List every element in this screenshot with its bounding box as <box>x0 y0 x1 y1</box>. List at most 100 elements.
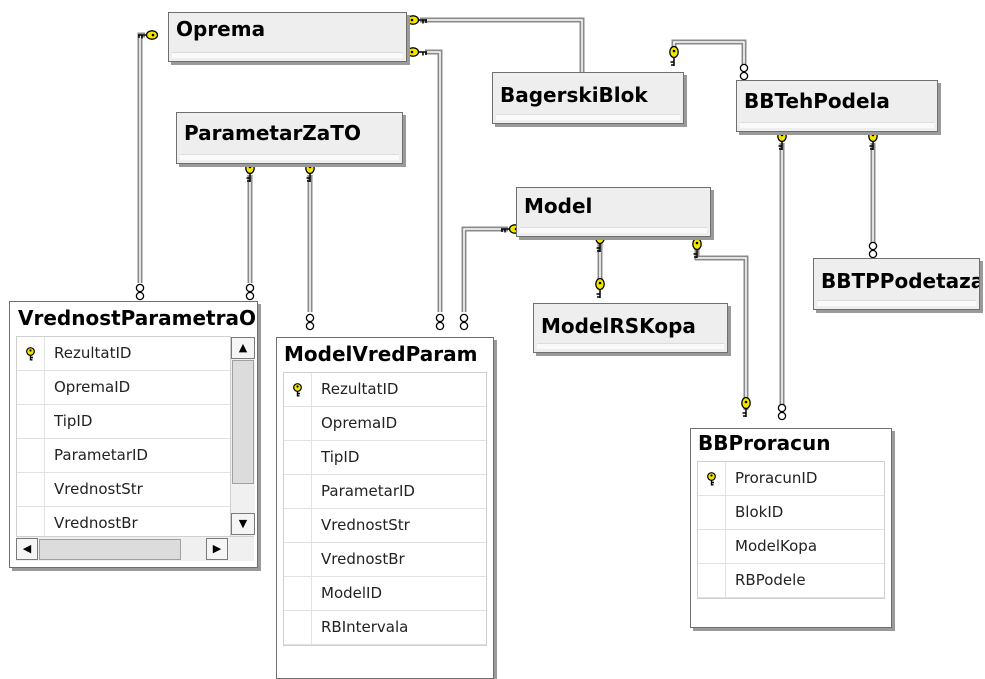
column-row[interactable]: VrednostStr <box>284 509 486 543</box>
table-bb-teh-podela[interactable]: BBTehPodela <box>736 80 938 132</box>
column-row[interactable]: ModelKopa <box>698 530 884 564</box>
table-title: ParametarZaTO <box>184 121 361 145</box>
table-bagerski-blok[interactable]: BagerskiBlok <box>492 72 684 124</box>
infinity-icon <box>305 313 315 331</box>
key-cell <box>698 462 726 495</box>
column-row[interactable]: VrednostStr <box>17 473 230 507</box>
column-row[interactable]: VrednostBr <box>284 543 486 577</box>
column-row[interactable]: BlokID <box>698 496 884 530</box>
column-row[interactable]: OpremaID <box>284 407 486 441</box>
table-model[interactable]: Model <box>516 187 711 237</box>
key-icon <box>777 129 787 151</box>
table-bbtp-podetaza[interactable]: BBTPPodetaza <box>813 258 980 310</box>
table-title: Oprema <box>176 17 266 41</box>
key-icon <box>406 47 428 57</box>
table-title: BagerskiBlok <box>500 83 648 107</box>
key-icon <box>868 129 878 151</box>
key-icon <box>692 237 702 259</box>
table-model-vred-param[interactable]: ModelVredParam RezultatID OpremaID TipID Pa… <box>276 337 494 679</box>
infinity-icon <box>459 313 469 331</box>
key-icon <box>669 45 679 67</box>
key-cell <box>284 577 312 610</box>
scroll-right-button[interactable]: ▶ <box>206 538 228 560</box>
column-row[interactable]: OpremaID <box>17 371 230 405</box>
table-model-rs-kopa[interactable]: ModelRSKopa <box>533 303 728 353</box>
key-icon <box>305 161 315 183</box>
column-name: ProracunID <box>735 469 818 487</box>
key-cell <box>698 564 726 597</box>
infinity-icon <box>135 283 145 301</box>
table-title: ModelVredParam <box>284 342 478 366</box>
column-name: VrednostStr <box>321 516 410 534</box>
table-title: Model <box>524 194 593 218</box>
column-name: OpremaID <box>321 414 398 432</box>
column-name: RBIntervala <box>321 618 409 636</box>
key-cell <box>17 405 45 438</box>
infinity-icon <box>245 283 255 301</box>
key-cell <box>17 337 45 370</box>
column-name: BlokID <box>735 503 784 521</box>
column-name: RBPodele <box>735 571 806 589</box>
table-oprema[interactable]: Oprema <box>168 12 407 62</box>
key-icon <box>741 396 751 418</box>
table-title: BBTehPodela <box>744 89 890 113</box>
column-name: RezultatID <box>321 380 399 398</box>
scroll-left-button[interactable]: ◀ <box>16 538 38 560</box>
column-row[interactable]: VrednostBr <box>17 507 230 536</box>
table-parametar-za-to[interactable]: ParametarZaTO <box>176 112 403 164</box>
column-name: RezultatID <box>54 344 132 362</box>
scroll-up-button[interactable]: ▲ <box>231 337 255 359</box>
key-cell <box>284 611 312 644</box>
key-cell <box>17 507 45 536</box>
column-row[interactable]: ModelID <box>284 577 486 611</box>
key-cell <box>284 475 312 508</box>
column-row[interactable]: RBIntervala <box>284 611 486 645</box>
column-row[interactable]: TipID <box>284 441 486 475</box>
column-name: ParametarID <box>321 482 415 500</box>
column-name: ParametarID <box>54 446 148 464</box>
column-row[interactable]: ParametarID <box>284 475 486 509</box>
scrollbar-thumb[interactable] <box>232 360 254 484</box>
column-name: OpremaID <box>54 378 131 396</box>
table-title: ModelRSKopa <box>541 314 696 338</box>
horizontal-scrollbar[interactable]: ◀ ▶ <box>16 536 254 561</box>
key-icon <box>26 347 35 361</box>
column-row[interactable]: ParametarID <box>17 439 230 473</box>
column-list: RezultatID OpremaID TipID ParametarID Vredno… <box>16 336 231 537</box>
table-title: BBTPPodetaza <box>821 269 979 293</box>
column-name: TipID <box>54 412 93 430</box>
column-name: TipID <box>321 448 360 466</box>
column-row[interactable]: RezultatID <box>284 373 486 407</box>
table-title: VrednostParametraO <box>18 306 256 330</box>
infinity-icon <box>435 313 445 331</box>
column-name: ModelID <box>321 584 383 602</box>
key-cell <box>17 473 45 506</box>
key-cell <box>284 373 312 406</box>
key-cell <box>17 439 45 472</box>
table-title: BBProracun <box>698 431 831 455</box>
infinity-icon <box>868 241 878 259</box>
key-cell <box>284 407 312 440</box>
column-row[interactable]: RBPodele <box>698 564 884 598</box>
column-name: ModelKopa <box>735 537 818 555</box>
key-icon <box>406 15 428 25</box>
key-icon <box>245 161 255 183</box>
column-row[interactable]: TipID <box>17 405 230 439</box>
key-cell <box>284 509 312 542</box>
key-icon <box>595 277 605 299</box>
column-row[interactable]: RezultatID <box>17 337 230 371</box>
vertical-scrollbar[interactable]: ▲ ▼ <box>230 337 255 536</box>
table-vrednost-parametra-o[interactable]: VrednostParametraO RezultatID OpremaID Tip… <box>9 301 258 568</box>
column-name: VrednostStr <box>54 480 143 498</box>
key-icon <box>293 383 302 397</box>
key-icon <box>707 472 716 486</box>
key-cell <box>284 543 312 576</box>
key-cell <box>284 441 312 474</box>
column-name: VrednostBr <box>321 550 405 568</box>
column-row[interactable]: ProracunID <box>698 462 884 496</box>
scrollbar-thumb[interactable] <box>39 539 181 560</box>
scroll-down-button[interactable]: ▼ <box>231 513 255 535</box>
